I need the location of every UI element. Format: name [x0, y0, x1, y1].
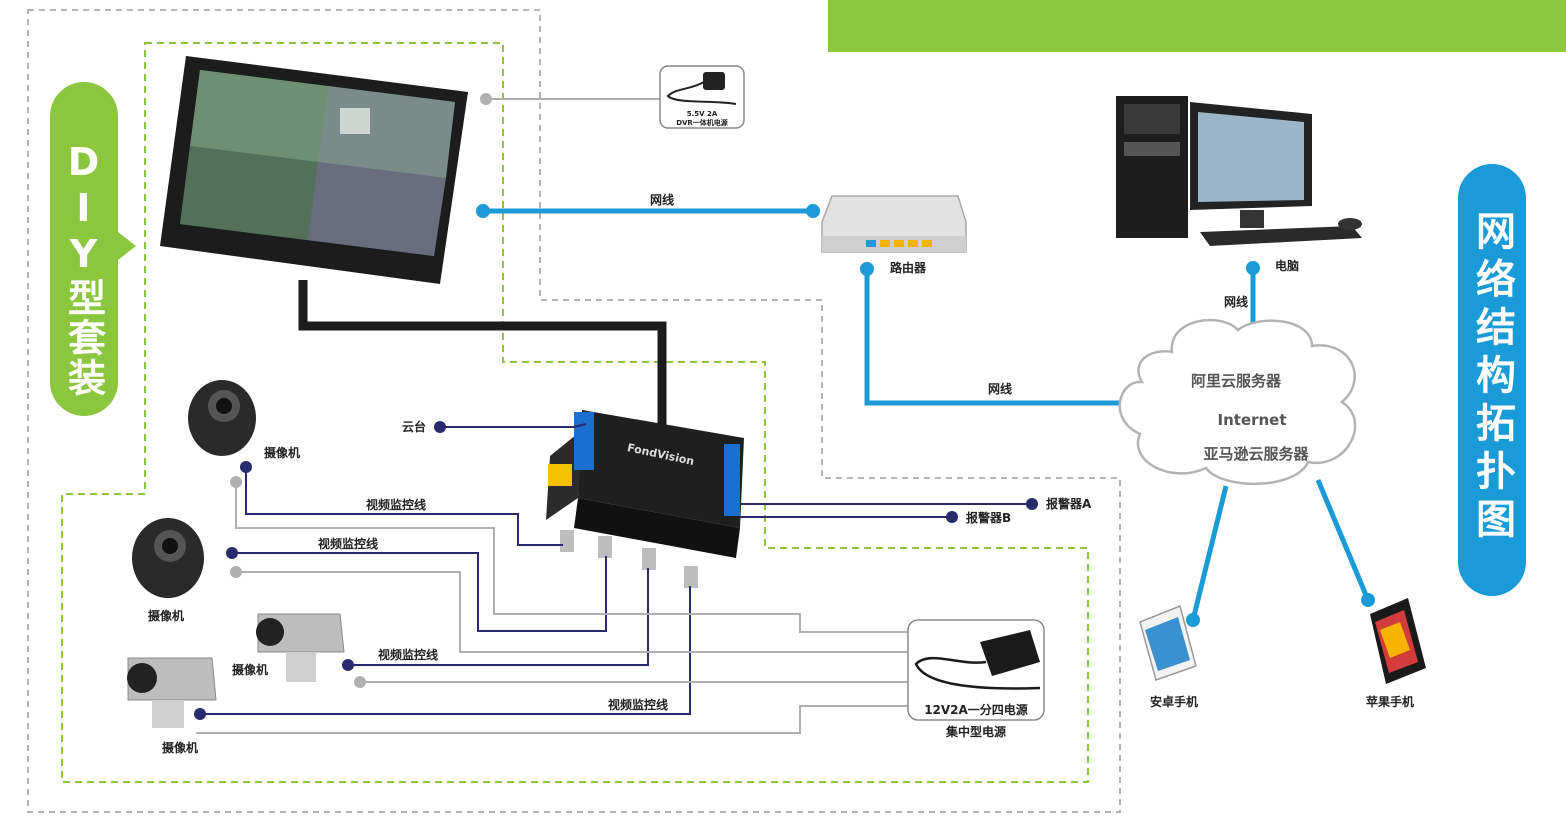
video-line-2-label: 视频监控线 — [318, 536, 378, 551]
camera-1-label: 摄像机 — [264, 445, 300, 460]
video-line-1-label: 视频监控线 — [366, 497, 426, 512]
camera-4-label: 摄像机 — [162, 740, 198, 755]
iphone — [1370, 598, 1426, 684]
bullet-camera-1 — [256, 613, 345, 682]
video-line-2 — [232, 552, 607, 632]
diy-kit-pill — [50, 82, 118, 416]
dvr-power-adapter: 5.5V 2A DVR一体机电源 — [659, 65, 745, 129]
cloud-line-1: 阿里云服务器 — [1191, 372, 1282, 390]
top-green-bar — [828, 0, 1566, 52]
camera-2-label: 摄像机 — [148, 608, 184, 623]
android-label: 安卓手机 — [1150, 694, 1198, 709]
central-power-supply — [907, 619, 1045, 721]
dome-camera-1 — [188, 380, 256, 456]
iphone-label: 苹果手机 — [1366, 694, 1414, 709]
router-label: 路由器 — [890, 260, 927, 275]
power-line-2 — [236, 571, 912, 653]
dvr-power-name: DVR一体机电源 — [676, 118, 728, 127]
dome-camera-2 — [132, 518, 204, 598]
bnc-connectors — [560, 530, 698, 588]
ptz-line — [440, 423, 587, 428]
camera-3-label: 摄像机 — [232, 662, 268, 677]
computer-label: 电脑 — [1275, 258, 1299, 273]
monitor-router-label: 网线 — [650, 192, 674, 207]
network-topology-pill — [1458, 164, 1526, 596]
outer-gray-dashed-boundary — [27, 9, 1121, 813]
video-line-4 — [200, 586, 691, 715]
network-topology-title: 网络结构拓扑图 — [1469, 210, 1515, 546]
alarm-b-label: 报警器B — [966, 510, 1011, 525]
monitor-dvr-cable — [298, 280, 667, 430]
dvr-box: FondVision — [546, 410, 744, 558]
video-line-3-label: 视频监控线 — [378, 647, 438, 662]
internet-cloud — [1118, 318, 1357, 485]
bullet-camera-2 — [127, 657, 217, 728]
cloud-line-3: 亚马逊云服务器 — [1203, 445, 1309, 463]
alarm-a-label: 报警器A — [1046, 496, 1092, 511]
computer-cloud-label: 网线 — [1224, 294, 1248, 309]
dvr-monitor — [160, 56, 468, 284]
ptz-label: 云台 — [402, 419, 426, 434]
diy-kit-arrow — [118, 232, 136, 260]
power-supply-label: 12V2A一分四电源 — [924, 702, 1028, 717]
inner-green-dashed-boundary — [61, 42, 1089, 783]
diy-kit-title: DIY型套装 — [61, 140, 106, 398]
router — [821, 195, 967, 253]
power-line-1 — [235, 482, 912, 633]
cloud-android-line — [1190, 485, 1229, 621]
video-line-1 — [245, 467, 563, 546]
video-line-4-label: 视频监控线 — [608, 697, 668, 712]
video-line-3 — [348, 568, 649, 666]
android-phone — [1139, 604, 1197, 681]
cloud-iphone-line — [1315, 479, 1371, 601]
router-cloud-line — [864, 269, 1140, 406]
dvr-power-spec: 5.5V 2A — [687, 110, 718, 118]
cloud-line-2: Internet — [1217, 411, 1286, 429]
power-supply-caption: 集中型电源 — [945, 724, 1006, 739]
power-line-4 — [196, 705, 912, 734]
router-cloud-label: 网线 — [988, 381, 1012, 396]
desktop-computer — [1116, 96, 1362, 246]
